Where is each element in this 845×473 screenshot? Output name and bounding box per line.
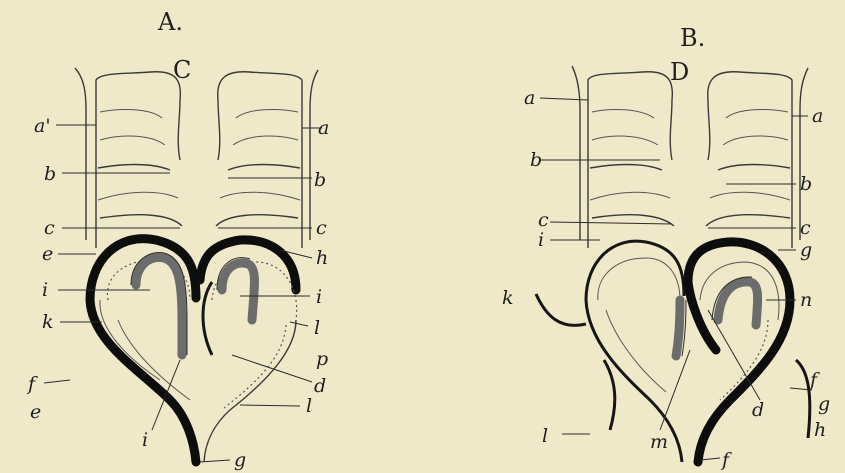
label-b-a-right: a	[812, 105, 823, 127]
label-b-b-left: b	[530, 149, 542, 171]
label-b-f-right: f	[808, 369, 820, 391]
label-i-left: i	[42, 279, 48, 301]
label-b-l: l	[542, 425, 548, 447]
label-b-g-upper: g	[800, 239, 812, 261]
label-b-a-left: a	[524, 87, 535, 109]
label-e: e	[42, 243, 53, 265]
label-l-mid: l	[314, 317, 320, 339]
label-b-h: h	[814, 419, 826, 441]
label-l-low: l	[306, 395, 312, 417]
label-d: d	[314, 375, 326, 397]
panel-a-sublabel: C	[173, 56, 191, 84]
label-b-c-right: c	[800, 217, 811, 239]
label-b-b-right: b	[800, 173, 812, 195]
label-b-right: b	[314, 169, 326, 191]
label-k: k	[42, 311, 54, 333]
label-i-right: i	[316, 286, 322, 308]
label-b-n: n	[800, 289, 812, 311]
label-a: a	[318, 117, 329, 139]
label-c-left: c	[44, 217, 55, 239]
panel-a: A. C a' a b b c c e h i i k l f p e d l …	[26, 8, 329, 471]
label-b-g: g	[818, 393, 830, 415]
label-b-m: m	[650, 431, 668, 453]
label-g: g	[234, 449, 246, 471]
panel-b: B. D a a b b c c i k g n f g d h l m f	[502, 24, 830, 471]
label-b-left: b	[44, 163, 56, 185]
label-b-c-left: c	[538, 209, 549, 231]
label-b-i: i	[538, 229, 544, 251]
label-c-right: c	[316, 217, 327, 239]
label-h: h	[316, 247, 328, 269]
label-a-prime: a'	[34, 115, 51, 137]
label-i-low: i	[142, 429, 148, 451]
label-b-k: k	[502, 287, 514, 309]
label-p: p	[316, 348, 328, 370]
label-e-low: e	[30, 401, 41, 423]
panel-b-heading: B.	[680, 24, 705, 52]
panel-b-sublabel: D	[670, 58, 689, 86]
label-b-f-low: f	[720, 449, 732, 471]
label-f: f	[26, 373, 38, 395]
panel-a-heading: A.	[157, 8, 183, 36]
label-b-d: d	[752, 399, 764, 421]
